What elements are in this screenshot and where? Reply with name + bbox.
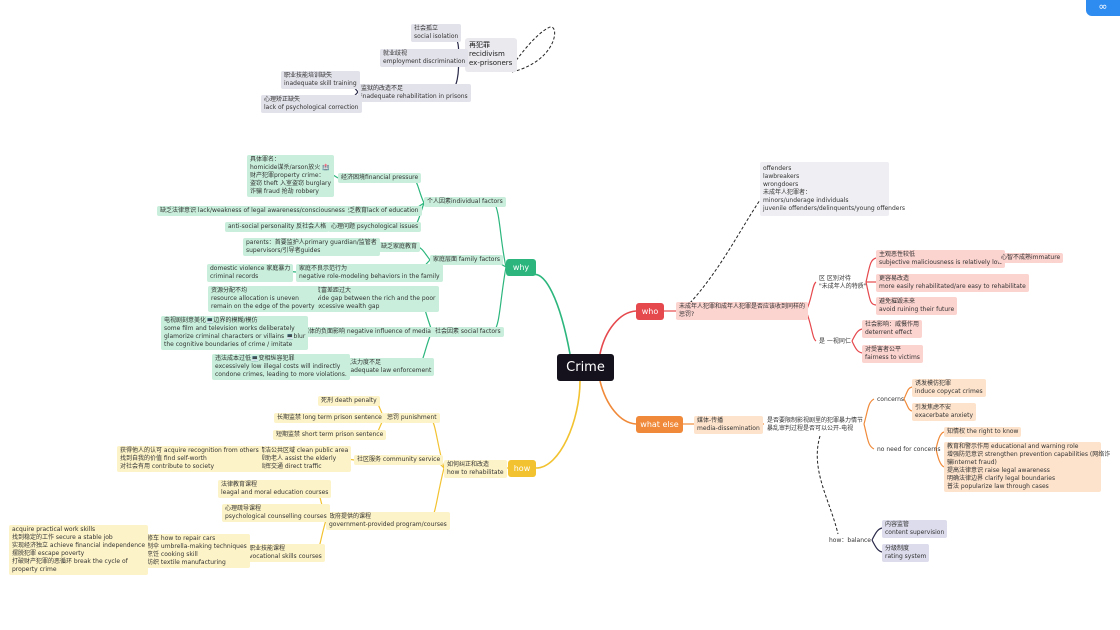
branch-why[interactable]: why <box>506 259 536 276</box>
rating-system-node[interactable]: 分级制度 rating system <box>882 544 930 562</box>
immature-node[interactable]: 心智不成熟immature <box>998 253 1064 263</box>
skills-list-node[interactable]: 修车 how to repair cars 制伞 umbrella-making… <box>144 534 250 568</box>
skill-training-node[interactable]: 职业技能培训缺失 inadequate skill training <box>281 71 360 89</box>
psych-courses-node[interactable]: 心理疏导课程 psychological counselling courses <box>222 504 330 522</box>
law-enforcement-node[interactable]: 执法力度不足 inadequate law enforcement <box>342 358 435 376</box>
psych-correction-node[interactable]: 心理矫正缺失 lack of psychological correction <box>261 95 362 113</box>
recognition-node[interactable]: 获得他人的认可 acquire recognition from others … <box>117 446 262 472</box>
equal-treatment-node[interactable]: 是 一视同仁 <box>819 338 851 345</box>
community-tasks-node[interactable]: 清洁公共区域 clean public area 帮助老人 assist the… <box>256 446 352 472</box>
fairness-node[interactable]: 对受害者公平 fairness to victims <box>862 345 923 363</box>
crime-list-node[interactable]: 具体罪名： homicide谋杀/arson放火 🏥 财产犯罪property … <box>247 155 335 197</box>
content-supervision-node[interactable]: 内容监管 content supervision <box>882 520 948 538</box>
resource-allocation-node[interactable]: 资源分配不均 resource allocation is uneven rem… <box>208 286 318 312</box>
deterrent-node[interactable]: 社会影响：威慑作用 deterrent effect <box>862 320 923 338</box>
branch-what-else[interactable]: what else <box>636 416 683 433</box>
long-term-sentence-node[interactable]: 长期监禁 long term prison sentence <box>274 413 385 423</box>
offenders-vocab-node[interactable]: offenders lawbreakers wrongdoers 未成年人犯罪者… <box>760 162 905 216</box>
rehabilitate-node[interactable]: 如何纠正和改造 how to rehabilitate <box>444 460 507 478</box>
distinguish-node[interactable]: 区 区别对待 "未成年人的特质" <box>819 275 867 290</box>
lack-family-education-node[interactable]: 缺乏家庭教育 <box>378 242 421 252</box>
antisocial-node[interactable]: anti-social personality 反社会人格 <box>225 222 330 232</box>
death-penalty-node[interactable]: 死刑 death penalty <box>318 396 380 406</box>
punishment-node[interactable]: 惩罚 punishment <box>384 413 440 423</box>
inadequate-rehab-node[interactable]: 监狱的改造不足 inadequate rehabilitation in pri… <box>358 84 471 102</box>
legal-courses-node[interactable]: 法律教育课程 leagal and moral education course… <box>218 480 332 498</box>
easy-rehab-node[interactable]: 更容易改造 more easily rehabilitated/are easy… <box>876 274 1029 292</box>
subjective-malice-node[interactable]: 主观恶性较低 subjective maliciousness is relat… <box>876 250 1006 268</box>
vocational-outcomes-node[interactable]: acquire practical work skills 找到稳定的工作 se… <box>9 525 149 575</box>
employment-discrimination-node[interactable]: 就业歧视 employment discrimination <box>380 49 469 67</box>
film-glamorize-node[interactable]: 电视剧刻意美化💻边界的模糊/模仿 some film and televisio… <box>161 316 309 350</box>
no-need-concerns-node[interactable]: no need for concerns <box>877 446 941 453</box>
short-term-sentence-node[interactable]: 短期监禁 short term prison sentence <box>273 430 387 440</box>
negative-role-model-node[interactable]: 家庭不良示范行为 negative role-modeling behavior… <box>296 264 443 282</box>
community-service-node[interactable]: 社区服务 community service <box>354 455 444 465</box>
psychological-issues-node[interactable]: 心理问题 psychological issues <box>328 222 422 232</box>
avoid-ruin-node[interactable]: 避免摧毁未来 avoid ruining their future <box>876 297 958 315</box>
lack-of-education-node[interactable]: 缺乏教育lack of education <box>340 206 422 216</box>
legal-awareness-node[interactable]: 缺乏法律意识 lack/weakness of legal awareness/… <box>157 206 348 216</box>
copycat-node[interactable]: 诱发模仿犯罪 induce copycat crimes <box>912 379 986 397</box>
family-factors-node[interactable]: 家庭层面 family factors <box>430 255 504 265</box>
low-illegal-cost-node[interactable]: 违法成本过低💻变相纵容犯罪 excessively low illegal co… <box>212 354 350 380</box>
gov-courses-node[interactable]: 政府提供的课程 government-provided program/cour… <box>326 512 450 530</box>
individual-factors-node[interactable]: 个人因素individual factors <box>424 197 506 207</box>
right-to-know-node[interactable]: 知情权 the right to know <box>944 427 1022 437</box>
domestic-violence-node[interactable]: domestic violence 家庭暴力 criminal records <box>207 264 294 282</box>
root-node[interactable]: Crime <box>557 354 614 381</box>
parents-node[interactable]: parents：首要监护人primary guardian/监管者 superv… <box>243 238 380 256</box>
branch-who[interactable]: who <box>636 303 664 320</box>
educational-role-node[interactable]: 教育和警示作用 educational and warning role 增强防… <box>944 442 1110 492</box>
recidivism-node[interactable]: 再犯罪 recidivism ex-prisoners <box>465 38 517 72</box>
media-question-node[interactable]: 是否要限制影视剧里的犯罪暴力情节 暴乱审判过程是否可以公开-电视 <box>767 417 864 432</box>
app-logo-icon[interactable]: ∞ <box>1086 0 1120 16</box>
media-dissemination-node[interactable]: 媒体-传播 media-dissemination <box>694 416 763 434</box>
social-isolation-node[interactable]: 社会孤立 social isolation <box>411 24 462 42</box>
branch-how[interactable]: how <box>508 460 536 477</box>
social-factors-node[interactable]: 社会因素 social factors <box>432 327 504 337</box>
financial-pressure-node[interactable]: 经济困境financial pressure <box>338 173 422 183</box>
vocational-courses-node[interactable]: 职业技能课程 vocational skills courses <box>246 544 325 562</box>
anxiety-node[interactable]: 引发焦虑不安 exacerbate anxiety <box>912 403 976 421</box>
balance-node[interactable]: how：balance <box>829 537 872 544</box>
wealth-gap-node[interactable]: 贫富差距过大 wide gap between the rich and the… <box>312 286 439 312</box>
media-influence-node[interactable]: 媒体的负面影响 negative influence of media <box>300 327 434 337</box>
concerns-node[interactable]: concerns <box>877 396 905 403</box>
juvenile-question-node[interactable]: 未成年人犯罪和成年人犯罪是否应该收到同样的 惩罚? <box>676 302 809 320</box>
